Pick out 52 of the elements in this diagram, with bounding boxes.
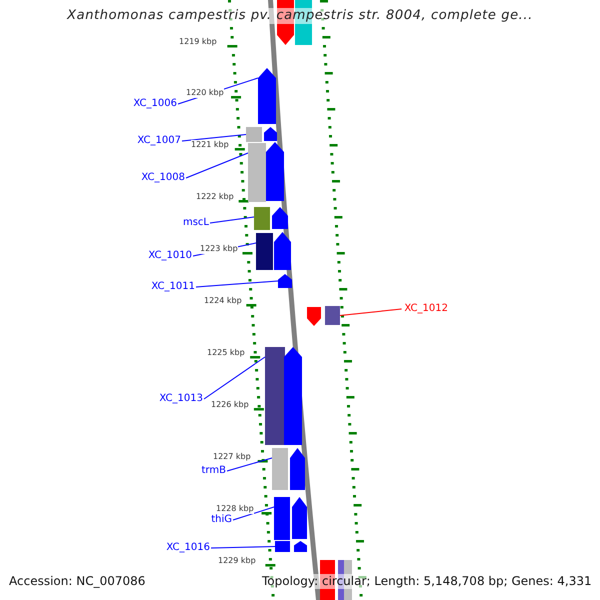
gene-block — [278, 274, 292, 288]
gene-block — [246, 127, 262, 142]
gene-label: XC_1016 — [164, 541, 210, 555]
gene-block — [254, 207, 270, 230]
gene-block — [256, 233, 273, 270]
leader-line — [340, 308, 402, 316]
tick-label: 1229 kbp — [218, 556, 256, 566]
gene-label: XC_1012 — [402, 302, 448, 316]
gene-block — [274, 232, 291, 270]
gene-block — [307, 307, 321, 326]
tick-label: 1227 kbp — [213, 452, 251, 462]
gene-label: XC_1007 — [136, 134, 181, 148]
leader-line — [196, 280, 278, 288]
gene-block — [272, 207, 288, 229]
leader-line — [204, 356, 266, 400]
tick-label: 1222 kbp — [196, 192, 234, 202]
gene-label: trmB — [199, 464, 226, 478]
tick-label: 1221 kbp — [191, 140, 229, 150]
gene-block — [294, 541, 307, 552]
gene-block — [325, 306, 340, 325]
gene-label: thiG — [205, 513, 232, 527]
gene-block — [258, 68, 276, 124]
tick-label: 1220 kbp — [186, 88, 224, 98]
leader-line — [210, 546, 276, 548]
gene-label: mscL — [182, 216, 209, 230]
footer-note: Topology: circular; Length: 5,148,708 bp; Genes: 4,331 — [262, 574, 592, 589]
gene-block — [290, 448, 305, 490]
leader-line — [232, 506, 274, 520]
gene-block — [274, 497, 290, 540]
gene-block — [272, 448, 288, 490]
tick-label: 1223 kbp — [200, 244, 238, 254]
gene-block — [284, 347, 302, 445]
gene-block — [275, 541, 290, 552]
footer-note: Accession: NC_007086 — [9, 574, 146, 589]
gene-label: XC_1011 — [150, 280, 195, 294]
tick-label: 1219 kbp — [179, 37, 217, 47]
gene-block — [248, 143, 266, 202]
tick-label: 1228 kbp — [216, 504, 254, 514]
leader-line — [210, 216, 254, 224]
gene-label: XC_1008 — [140, 171, 185, 185]
leader-line — [182, 134, 246, 142]
tick-label: 1224 kbp — [204, 296, 242, 306]
gene-block — [265, 347, 285, 445]
leader-line — [226, 458, 272, 472]
leader-line — [186, 152, 248, 178]
gene-block — [264, 127, 277, 141]
tick-label: 1225 kbp — [207, 348, 245, 358]
gene-label: XC_1013 — [158, 392, 203, 406]
gene-block — [292, 497, 307, 539]
gene-label: XC_1010 — [146, 249, 192, 263]
tick-label: 1226 kbp — [211, 400, 249, 410]
gene-label: XC_1006 — [132, 97, 177, 111]
